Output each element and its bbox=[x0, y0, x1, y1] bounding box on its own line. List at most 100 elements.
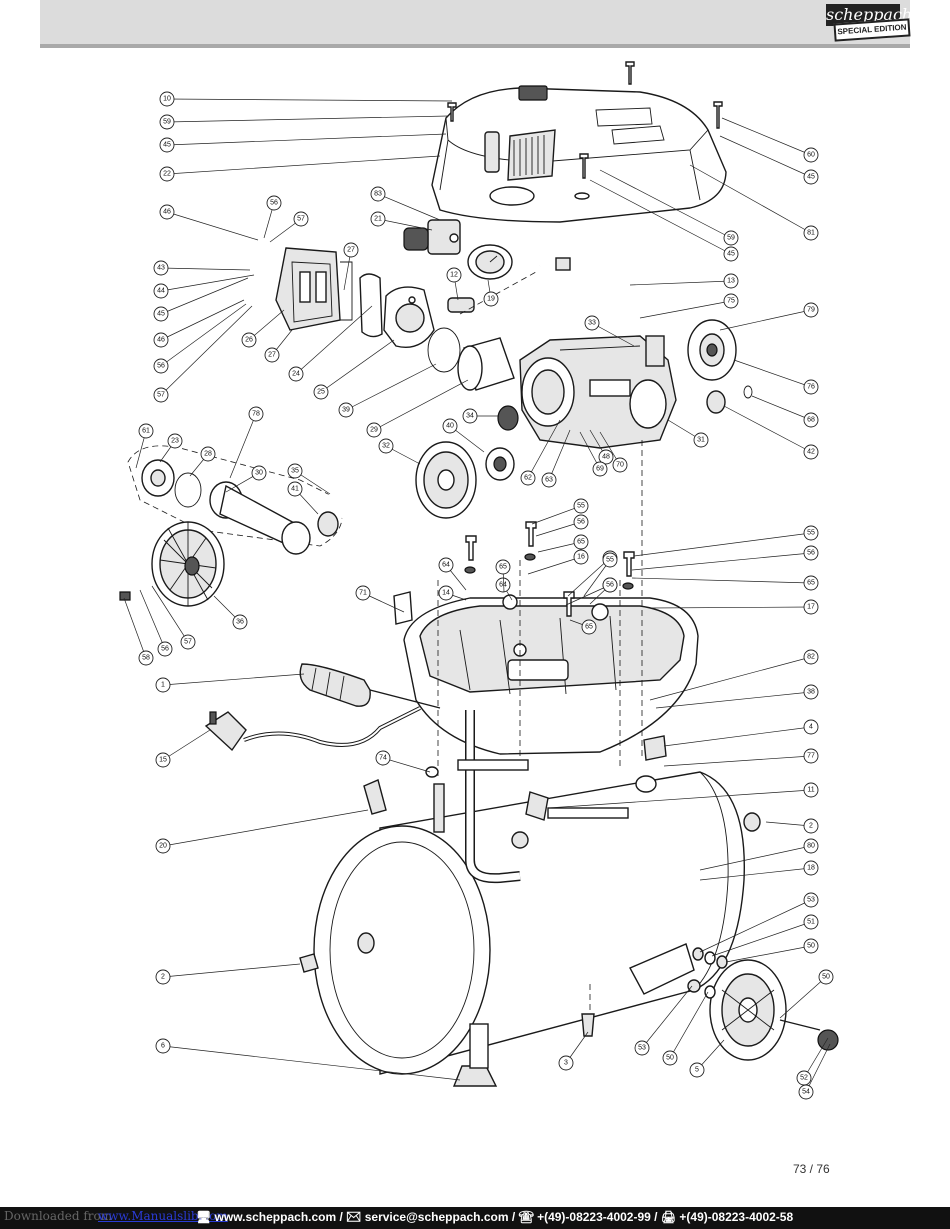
callout-circle bbox=[573, 534, 589, 550]
part-callout-59: 59 bbox=[723, 230, 739, 246]
callout-leader-line bbox=[629, 280, 732, 286]
callout-circle bbox=[803, 782, 819, 798]
callout-number: 29 bbox=[370, 427, 378, 434]
callout-circle bbox=[584, 315, 600, 331]
callout-number: 65 bbox=[499, 564, 507, 571]
cooling-fan-part bbox=[687, 319, 737, 381]
part-callout-58: 58 bbox=[138, 650, 154, 666]
callout-number: 5 bbox=[695, 1067, 699, 1074]
callout-number: 65 bbox=[585, 624, 593, 631]
callout-number: 52 bbox=[800, 1075, 808, 1082]
bearing-part-41 bbox=[317, 511, 339, 537]
part-callout-25: 25 bbox=[313, 384, 329, 400]
callout-circle bbox=[153, 358, 169, 374]
crankcase-part bbox=[519, 335, 677, 449]
callout-circle bbox=[602, 552, 618, 568]
part-callout-11: 11 bbox=[803, 782, 819, 798]
callout-circle bbox=[355, 585, 371, 601]
callout-number: 46 bbox=[157, 337, 165, 344]
callout-circle bbox=[375, 750, 391, 766]
nut-part-74 bbox=[425, 766, 439, 778]
part-callout-65: 65 bbox=[573, 534, 589, 550]
callout-number: 80 bbox=[807, 843, 815, 850]
part-callout-56: 56 bbox=[573, 514, 589, 530]
footer-manualslib-link[interactable]: www.Manualslib.com bbox=[98, 1209, 228, 1223]
callout-leader-line bbox=[527, 419, 561, 479]
callout-circle bbox=[288, 366, 304, 382]
callout-circle bbox=[803, 412, 819, 428]
callout-number: 40 bbox=[446, 423, 454, 430]
bearing-part-42 bbox=[706, 390, 726, 414]
callout-circle bbox=[723, 230, 739, 246]
part-callout-59: 59 bbox=[159, 114, 175, 130]
part-callout-35: 35 bbox=[287, 463, 303, 479]
part-callout-51: 51 bbox=[803, 914, 819, 930]
part-callout-61: 61 bbox=[138, 423, 154, 439]
callout-number: 55 bbox=[606, 557, 614, 564]
outlet-pipe-part bbox=[539, 257, 630, 330]
part-callout-4: 4 bbox=[803, 719, 819, 735]
part-callout-45: 45 bbox=[159, 137, 175, 153]
part-callout-62: 62 bbox=[520, 470, 536, 486]
part-callout-53: 53 bbox=[634, 1040, 650, 1056]
callout-circle bbox=[462, 408, 478, 424]
callout-number: 45 bbox=[163, 142, 171, 149]
part-callout-55: 55 bbox=[803, 525, 819, 541]
callout-leader-line bbox=[377, 193, 441, 221]
callout-leader-line bbox=[151, 585, 189, 643]
part-callout-10: 10 bbox=[159, 91, 175, 107]
callout-circle bbox=[598, 449, 614, 465]
footer-bar bbox=[0, 1207, 950, 1229]
callout-number: 81 bbox=[807, 230, 815, 237]
callout-number: 57 bbox=[297, 216, 305, 223]
part-callout-75: 75 bbox=[723, 293, 739, 309]
callout-number: 45 bbox=[727, 251, 735, 258]
part-callout-71: 71 bbox=[355, 585, 371, 601]
callout-leader-line bbox=[160, 267, 251, 271]
footer-downloaded-from: Downloaded from bbox=[4, 1209, 113, 1223]
callout-number: 19 bbox=[487, 296, 495, 303]
callout-circle bbox=[803, 818, 819, 834]
part-callout-32: 32 bbox=[378, 438, 394, 454]
part-callout-16: 16 bbox=[573, 549, 589, 565]
part-callout-1: 1 bbox=[155, 677, 171, 693]
part-callout-23: 23 bbox=[167, 433, 183, 449]
callout-number: 68 bbox=[807, 417, 815, 424]
callout-number: 83 bbox=[374, 191, 382, 198]
tank-pipes bbox=[433, 710, 629, 884]
part-callout-2: 2 bbox=[155, 969, 171, 985]
callout-leader-line bbox=[719, 135, 812, 178]
callout-circle bbox=[338, 402, 354, 418]
part-callout-52: 52 bbox=[796, 1070, 812, 1086]
callout-number: 45 bbox=[807, 174, 815, 181]
callout-circle bbox=[157, 641, 173, 657]
callout-number: 15 bbox=[159, 757, 167, 764]
wheel-bracket-part bbox=[629, 943, 695, 995]
callout-number: 16 bbox=[577, 554, 585, 561]
callout-circle bbox=[803, 684, 819, 700]
callout-circle bbox=[803, 748, 819, 764]
callout-number: 62 bbox=[524, 475, 532, 482]
callout-leader-line bbox=[295, 305, 373, 375]
pulley-part bbox=[415, 441, 477, 519]
callout-leader-line bbox=[751, 395, 812, 421]
callout-leader-line bbox=[805, 1043, 831, 1093]
callout-circle bbox=[803, 649, 819, 665]
callouts-right: 6045594581137579337668423148706955566516… bbox=[438, 117, 834, 1100]
callout-leader-line bbox=[531, 505, 582, 525]
callout-circle bbox=[803, 860, 819, 876]
part-callout-57: 57 bbox=[153, 387, 169, 403]
callout-number: 50 bbox=[822, 974, 830, 981]
part-callout-82: 82 bbox=[803, 649, 819, 665]
part-callout-69: 69 bbox=[592, 461, 608, 477]
callout-number: 71 bbox=[359, 590, 367, 597]
callout-number: 35 bbox=[291, 468, 299, 475]
part-callout-70: 70 bbox=[612, 457, 628, 473]
part-callout-40: 40 bbox=[442, 418, 458, 434]
callout-leader-line bbox=[591, 322, 635, 347]
callout-number: 1 bbox=[161, 682, 165, 689]
cap-part-54 bbox=[817, 1029, 839, 1051]
callout-number: 53 bbox=[807, 897, 815, 904]
callout-circle bbox=[573, 514, 589, 530]
